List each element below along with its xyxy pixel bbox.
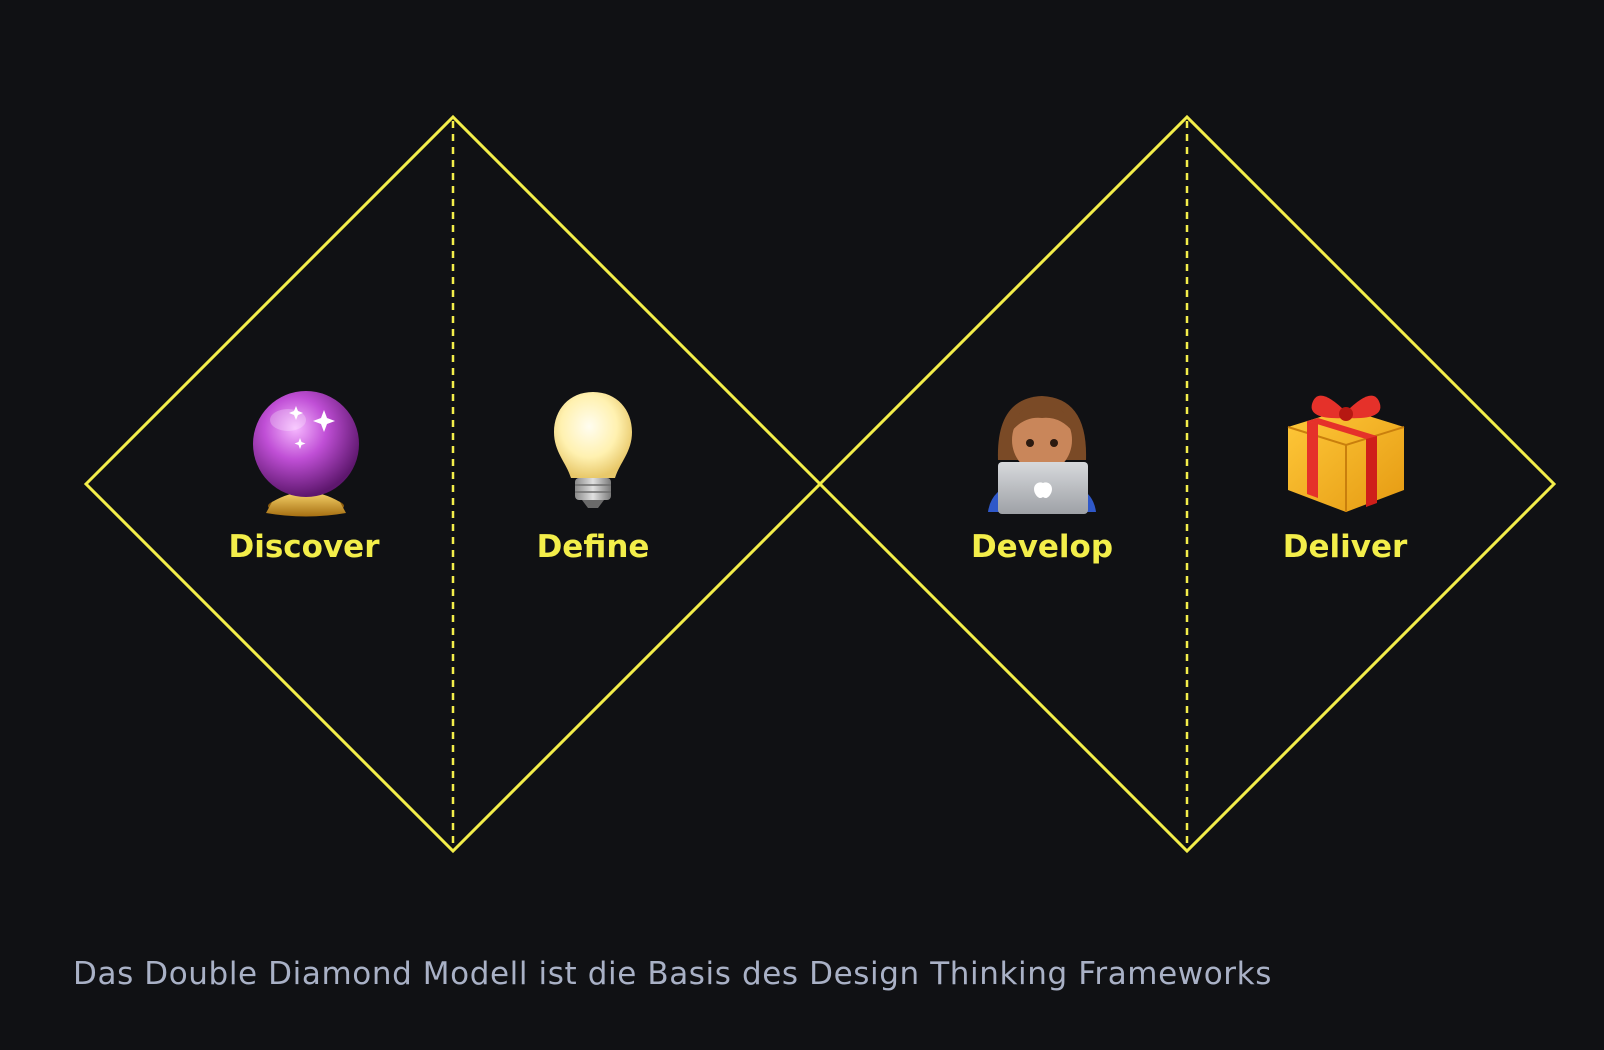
crystal-ball-icon: [253, 391, 359, 517]
woman-technologist-icon: [988, 396, 1096, 514]
light-bulb-icon: [554, 392, 632, 508]
phase-label-define: Define: [537, 529, 650, 565]
caption-text: Das Double Diamond Modell ist die Basis …: [73, 956, 1272, 992]
phase-label-deliver: Deliver: [1283, 529, 1408, 565]
phase-label-discover: Discover: [228, 529, 380, 565]
phase-label-develop: Develop: [971, 529, 1113, 565]
wrapped-gift-icon: [1287, 395, 1405, 512]
second-diamond-outline: [817, 114, 1557, 854]
